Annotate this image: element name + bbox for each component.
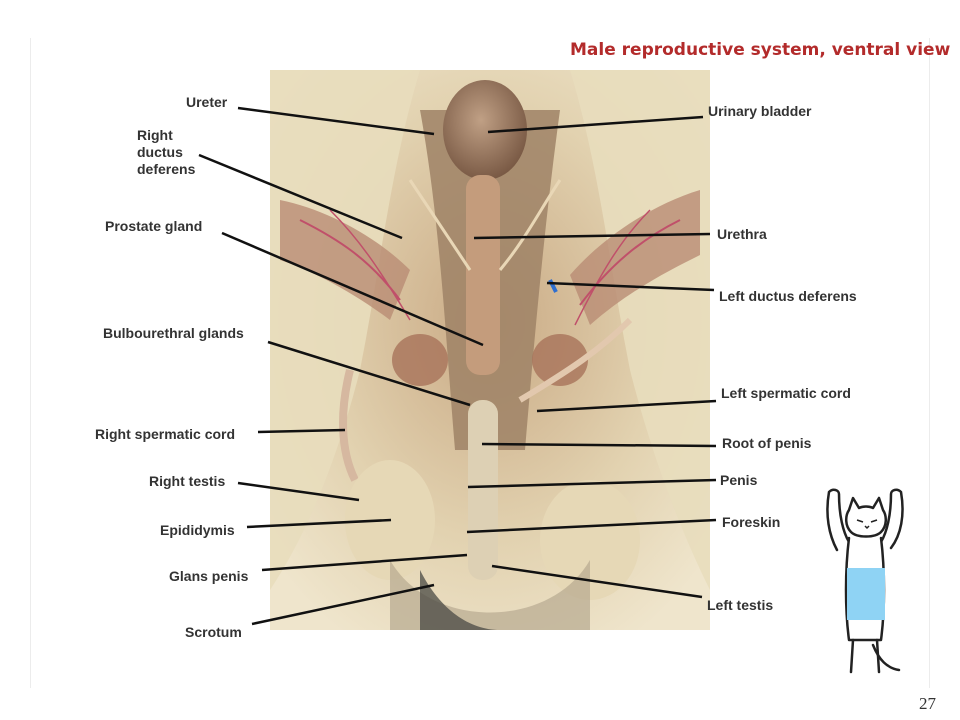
label-urethra: Urethra xyxy=(717,226,767,242)
label-bulbourethral-glands: Bulbourethral glands xyxy=(103,325,244,341)
cat-highlight-region xyxy=(847,568,885,620)
label-glans-penis: Glans penis xyxy=(169,568,249,584)
label-urinary-bladder: Urinary bladder xyxy=(708,103,812,119)
label-epididymis: Epididymis xyxy=(160,522,235,538)
label-right-ductus-deferens: Right ductus deferens xyxy=(137,127,196,177)
label-root-of-penis: Root of penis xyxy=(722,435,812,451)
label-ureter: Ureter xyxy=(186,94,228,110)
cat-orientation-icon xyxy=(826,488,904,674)
label-foreskin: Foreskin xyxy=(722,514,781,530)
page-number: 27 xyxy=(919,694,936,713)
label-left-testis: Left testis xyxy=(707,597,774,613)
label-left-spermatic-cord: Left spermatic cord xyxy=(721,385,851,401)
label-right-spermatic-cord: Right spermatic cord xyxy=(95,426,236,442)
dissection-photo xyxy=(270,70,710,630)
label-penis: Penis xyxy=(720,472,758,488)
label-prostate-gland: Prostate gland xyxy=(105,218,203,234)
label-scrotum: Scrotum xyxy=(185,624,242,640)
label-left-ductus-deferens: Left ductus deferens xyxy=(719,288,857,304)
label-right-testis: Right testis xyxy=(149,473,226,489)
slide-title: Male reproductive system, ventral view xyxy=(570,40,951,60)
